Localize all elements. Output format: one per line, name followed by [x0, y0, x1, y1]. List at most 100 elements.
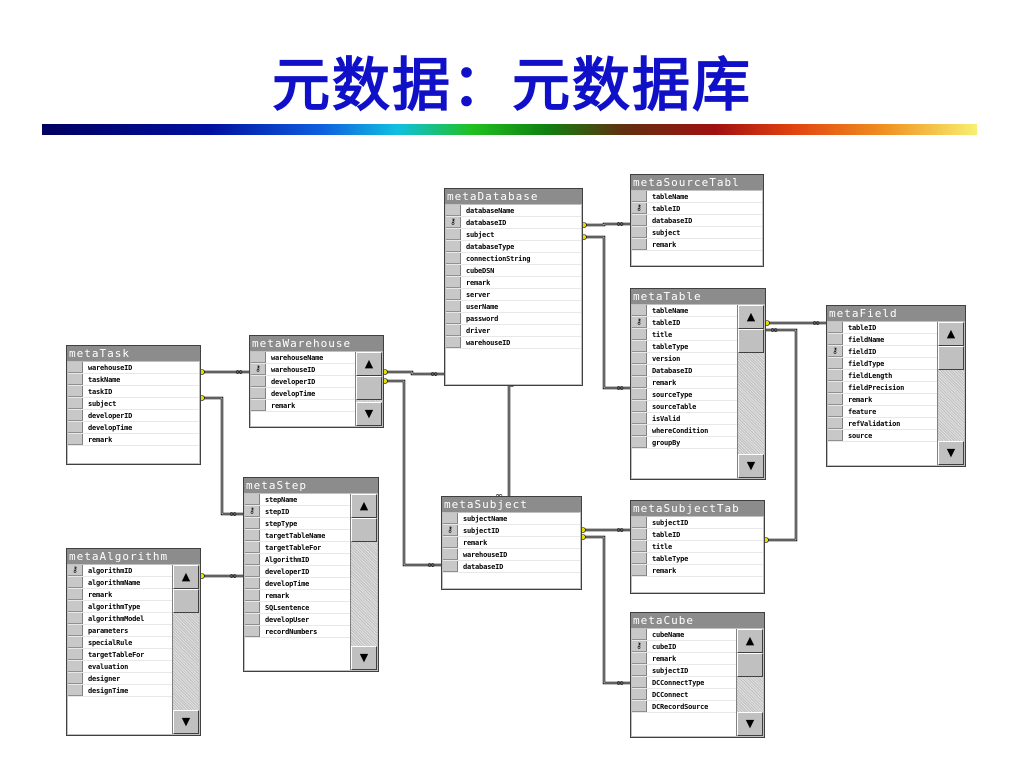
field-row[interactable]: title: [632, 541, 763, 553]
field-row[interactable]: DCConnectType: [632, 677, 736, 689]
field-row[interactable]: fieldType: [828, 358, 937, 370]
field-row[interactable]: databaseID: [443, 561, 580, 573]
field-row[interactable]: ⚷stepID: [245, 506, 350, 518]
table-title[interactable]: metaDatabase: [445, 189, 582, 204]
row-selector[interactable]: [68, 685, 83, 696]
row-selector[interactable]: [245, 518, 260, 529]
row-selector[interactable]: [245, 566, 260, 577]
field-row[interactable]: refValidation: [828, 418, 937, 430]
row-selector[interactable]: [446, 241, 461, 252]
row-selector[interactable]: [68, 613, 83, 624]
row-selector[interactable]: [245, 626, 260, 637]
scroll-up-icon[interactable]: ▲: [173, 565, 199, 589]
field-row[interactable]: cubeDSN: [446, 265, 581, 277]
row-selector[interactable]: [632, 191, 647, 202]
row-selector[interactable]: [245, 602, 260, 613]
field-row[interactable]: targetTableName: [245, 530, 350, 542]
field-row[interactable]: developTime: [251, 388, 355, 400]
row-selector[interactable]: [68, 386, 83, 397]
row-selector[interactable]: [632, 413, 647, 424]
field-row[interactable]: stepType: [245, 518, 350, 530]
row-selector[interactable]: [828, 322, 843, 333]
table-title[interactable]: metaSubjectTab: [631, 501, 764, 516]
scroll-down-icon[interactable]: ▼: [737, 712, 763, 736]
row-selector[interactable]: [245, 590, 260, 601]
scroll-thumb[interactable]: [737, 653, 763, 677]
primary-key-icon[interactable]: ⚷: [828, 346, 843, 357]
row-selector[interactable]: [632, 215, 647, 226]
field-row[interactable]: fieldPrecision: [828, 382, 937, 394]
row-selector[interactable]: [443, 549, 458, 560]
scroll-up-icon[interactable]: ▲: [356, 352, 382, 376]
row-selector[interactable]: [245, 530, 260, 541]
row-selector[interactable]: [632, 227, 647, 238]
field-row[interactable]: remark: [632, 377, 737, 389]
field-row[interactable]: ⚷tableID: [632, 317, 737, 329]
field-row[interactable]: warehouseID: [443, 549, 580, 561]
field-row[interactable]: developerID: [245, 566, 350, 578]
field-row[interactable]: tableType: [632, 553, 763, 565]
row-selector[interactable]: [632, 305, 647, 316]
scroll-up-icon[interactable]: ▲: [738, 305, 764, 329]
row-selector[interactable]: [68, 625, 83, 636]
row-selector[interactable]: [632, 677, 647, 688]
field-row[interactable]: taskName: [68, 374, 199, 386]
row-selector[interactable]: [245, 494, 260, 505]
row-selector[interactable]: [632, 701, 647, 712]
field-row[interactable]: targetTableFor: [245, 542, 350, 554]
field-row[interactable]: databaseID: [632, 215, 762, 227]
row-selector[interactable]: [632, 239, 647, 250]
row-selector[interactable]: [446, 301, 461, 312]
field-row[interactable]: source: [828, 430, 937, 442]
scroll-down-icon[interactable]: ▼: [173, 710, 199, 734]
field-row[interactable]: ⚷tableID: [632, 203, 762, 215]
field-row[interactable]: subject: [68, 398, 199, 410]
field-row[interactable]: tableName: [632, 305, 737, 317]
row-selector[interactable]: [632, 689, 647, 700]
primary-key-icon[interactable]: ⚷: [68, 565, 83, 576]
field-row[interactable]: subject: [446, 229, 581, 241]
primary-key-icon[interactable]: ⚷: [632, 317, 647, 328]
row-selector[interactable]: [68, 637, 83, 648]
row-selector[interactable]: [446, 277, 461, 288]
row-selector[interactable]: [446, 313, 461, 324]
row-selector[interactable]: [632, 553, 647, 564]
row-selector[interactable]: [828, 334, 843, 345]
field-row[interactable]: connectionString: [446, 253, 581, 265]
row-selector[interactable]: [632, 425, 647, 436]
field-row[interactable]: DCRecordSource: [632, 701, 736, 713]
field-row[interactable]: remark: [632, 239, 762, 251]
field-row[interactable]: cubeName: [632, 629, 736, 641]
field-row[interactable]: fieldName: [828, 334, 937, 346]
field-row[interactable]: taskID: [68, 386, 199, 398]
row-selector[interactable]: [68, 410, 83, 421]
field-row[interactable]: databaseName: [446, 205, 581, 217]
table-title[interactable]: metaAlgorithm: [67, 549, 200, 564]
field-row[interactable]: groupBy: [632, 437, 737, 449]
field-row[interactable]: ⚷cubeID: [632, 641, 736, 653]
row-selector[interactable]: [828, 394, 843, 405]
field-row[interactable]: remark: [446, 277, 581, 289]
field-row[interactable]: recordNumbers: [245, 626, 350, 638]
field-row[interactable]: databaseType: [446, 241, 581, 253]
field-row[interactable]: DatabaseID: [632, 365, 737, 377]
row-selector[interactable]: [251, 376, 266, 387]
field-row[interactable]: tableID: [632, 529, 763, 541]
row-selector[interactable]: [68, 601, 83, 612]
table-title[interactable]: metaStep: [244, 478, 378, 493]
field-row[interactable]: algorithmModel: [68, 613, 172, 625]
scrollbar[interactable]: ▲▼: [355, 352, 382, 426]
scroll-down-icon[interactable]: ▼: [738, 454, 764, 478]
field-row[interactable]: subjectID: [632, 665, 736, 677]
row-selector[interactable]: [68, 362, 83, 373]
row-selector[interactable]: [632, 529, 647, 540]
row-selector[interactable]: [828, 358, 843, 369]
field-row[interactable]: warehouseName: [251, 352, 355, 364]
